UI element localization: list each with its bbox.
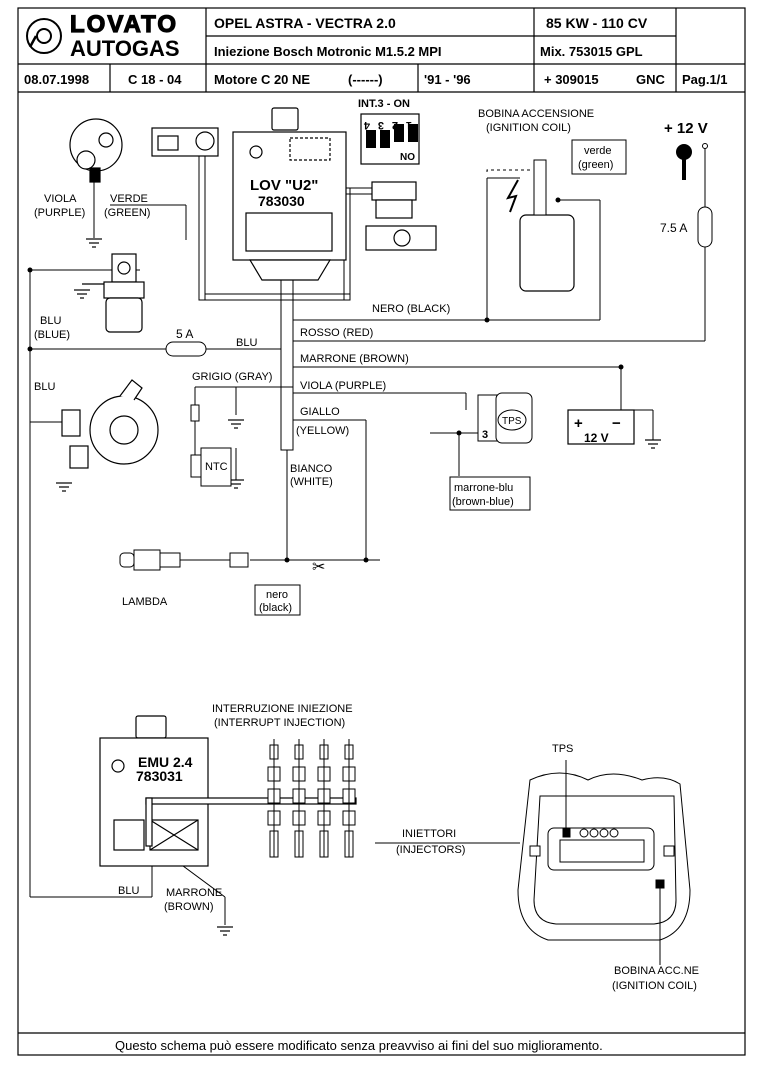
ecu-code: 783030 bbox=[258, 193, 305, 209]
bobina-bottom-en: (IGNITION COIL) bbox=[612, 980, 697, 992]
tps-mb-it: marrone-blu bbox=[454, 482, 513, 494]
giallo-wire-label-it: GIALLO bbox=[300, 406, 340, 418]
ntc-sensor: NTC bbox=[190, 386, 237, 487]
ecu-lov-u2: LOV "U2" 783030 bbox=[232, 107, 347, 281]
footer-note: Questo schema può essere modificato senz… bbox=[115, 1038, 603, 1053]
bobina-bottom-it: BOBINA ACC.NE bbox=[614, 965, 699, 977]
nero-wire-label: NERO (BLACK) bbox=[372, 303, 450, 315]
plus12-label: + 12 V bbox=[664, 120, 708, 137]
lambda-nero-it: nero bbox=[266, 589, 288, 601]
battery-minus: − bbox=[612, 415, 621, 432]
battery: + − 12 V bbox=[567, 409, 654, 445]
blu-bottom-label: BLU bbox=[118, 885, 139, 897]
switch-number-1: 1 bbox=[406, 119, 412, 131]
model-years: '91 - '96 bbox=[424, 72, 471, 87]
engine-label: Motore C 20 NE bbox=[214, 72, 310, 87]
brand-line1: LOVATO bbox=[70, 11, 178, 38]
coil-title-en: (IGNITION COIL) bbox=[486, 122, 571, 134]
ignition-coil: BOBINA ACCENSIONE (IGNITION COIL) verde … bbox=[478, 108, 627, 292]
blu-label-2: BLU bbox=[34, 381, 55, 393]
viola-label-it: VIOLA bbox=[44, 193, 77, 205]
verde-label-it: VERDE bbox=[110, 193, 148, 205]
lambda-nero-en: (black) bbox=[259, 602, 292, 614]
switch-number-4: 4 bbox=[363, 119, 370, 131]
ignition-key: + 12 V 7.5 A bbox=[660, 120, 713, 248]
fuse-75-label: 7.5 A bbox=[660, 221, 687, 235]
bianco-wire-label-it: BIANCO bbox=[290, 463, 333, 475]
injector-connectors bbox=[267, 739, 356, 858]
reducer bbox=[61, 379, 159, 469]
gas-solenoid bbox=[82, 253, 145, 333]
lovato-logo: LOVATO AUTOGAS bbox=[26, 10, 180, 61]
kit-code: + 309015 bbox=[544, 72, 599, 87]
viola-wire-label: VIOLA (PURPLE) bbox=[300, 380, 386, 392]
blu-label-it: BLU bbox=[40, 315, 61, 327]
page-number: Pag.1/1 bbox=[682, 72, 728, 87]
coil-title-it: BOBINA ACCENSIONE bbox=[478, 108, 594, 120]
emu-unit: EMU 2.4 783031 bbox=[99, 715, 357, 867]
tps-bottom-label: TPS bbox=[552, 743, 573, 755]
battery-voltage: 12 V bbox=[584, 431, 609, 445]
solenoid-valve bbox=[365, 181, 437, 251]
dip-switch: INT.3 - ON NO bbox=[358, 98, 420, 165]
engine-bay-outline bbox=[517, 760, 691, 965]
engine-code: (------) bbox=[348, 72, 383, 87]
bianco-wire-label-en: (WHITE) bbox=[290, 476, 333, 488]
mixer-code: Mix. 753015 GPL bbox=[540, 44, 643, 59]
viola-label-en: (PURPLE) bbox=[34, 207, 85, 219]
verde-label-en: (GREEN) bbox=[104, 207, 150, 219]
tps-pin: 3 bbox=[482, 429, 488, 441]
interrupt-label-it: INTERRUZIONE INIEZIONE bbox=[212, 703, 353, 715]
tps-mb-en: (brown-blue) bbox=[452, 496, 514, 508]
tps-label: TPS bbox=[502, 416, 522, 427]
dashed-wires bbox=[250, 169, 532, 561]
issue-date: 08.07.1998 bbox=[24, 72, 89, 87]
switch-number-3: 3 bbox=[378, 119, 384, 131]
blu-label-en: (BLUE) bbox=[34, 329, 70, 341]
coil-verde-en: (green) bbox=[578, 159, 613, 171]
emu-code: 783031 bbox=[136, 768, 183, 784]
interrupt-label-en: (INTERRUPT INJECTION) bbox=[214, 717, 345, 729]
battery-plus: + bbox=[574, 415, 583, 432]
grigio-wire-label: GRIGIO (GRAY) bbox=[192, 371, 272, 383]
switch-number-2: 2 bbox=[392, 119, 398, 131]
fuel-type: GNC bbox=[636, 72, 666, 87]
ntc-label: NTC bbox=[205, 461, 228, 473]
tps-sensor: TPS 3 marrone-blu (brown-blue) bbox=[449, 392, 533, 511]
switch-on-label: NO bbox=[400, 152, 415, 163]
marrone-bottom-it: MARRONE bbox=[166, 887, 222, 899]
lambda-sensor: ✂ LAMBDA nero (black) bbox=[119, 549, 325, 616]
injectors-label-en: (INJECTORS) bbox=[396, 844, 465, 856]
diagram-code: C 18 - 04 bbox=[128, 72, 182, 87]
fuse-5a-label: 5 A bbox=[176, 327, 193, 341]
power-rating: 85 KW - 110 CV bbox=[546, 15, 648, 31]
ecu-name: LOV "U2" bbox=[250, 177, 318, 194]
vehicle-title: OPEL ASTRA - VECTRA 2.0 bbox=[214, 15, 396, 31]
title-block bbox=[17, 7, 746, 1056]
brand-line2: AUTOGAS bbox=[70, 36, 180, 61]
blu-wire-label: BLU bbox=[236, 337, 257, 349]
coil-verde-it: verde bbox=[584, 145, 612, 157]
emu-name: EMU 2.4 bbox=[138, 754, 193, 770]
rosso-wire-label: ROSSO (RED) bbox=[300, 327, 373, 339]
marrone-wire-label: MARRONE (BROWN) bbox=[300, 353, 409, 365]
fuse-5a: 5 A bbox=[165, 327, 207, 357]
vaporizer-top bbox=[69, 118, 219, 183]
injectors-label-it: INIETTORI bbox=[402, 828, 456, 840]
marrone-bottom-en: (BROWN) bbox=[164, 901, 214, 913]
lambda-label: LAMBDA bbox=[122, 596, 168, 608]
cut-mark: ✂ bbox=[312, 559, 325, 576]
giallo-wire-label-en: (YELLOW) bbox=[296, 425, 349, 437]
injection-system: Iniezione Bosch Motronic M1.5.2 MPI bbox=[214, 44, 442, 59]
int3-label: INT.3 - ON bbox=[358, 98, 410, 110]
